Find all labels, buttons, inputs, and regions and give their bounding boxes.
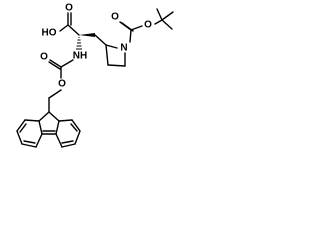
carboxyl-bonds <box>59 12 80 36</box>
atom-label-o-boc-carbonyl: O <box>111 12 119 23</box>
atom-label-o-boc-ester: O <box>144 20 152 31</box>
atom-label-ho: HO <box>42 28 57 39</box>
molecule-structure: HO O NH O O N O O <box>16 3 174 148</box>
atom-label-o-ester: O <box>58 79 66 90</box>
side-chain-bond <box>94 34 107 46</box>
wedge-bond <box>79 33 95 37</box>
fluorene-rings <box>16 111 81 148</box>
hash-bond-nh <box>76 37 82 50</box>
atom-label-nh: NH <box>73 51 87 62</box>
fmoc-carbamate-bonds <box>48 59 74 113</box>
boc-bonds <box>119 8 174 43</box>
atom-label-o-carbonyl: O <box>40 52 48 63</box>
atom-label-n-ring: N <box>120 43 127 54</box>
azetidine-ring <box>105 44 126 67</box>
atom-label-o-acid: O <box>65 3 73 14</box>
